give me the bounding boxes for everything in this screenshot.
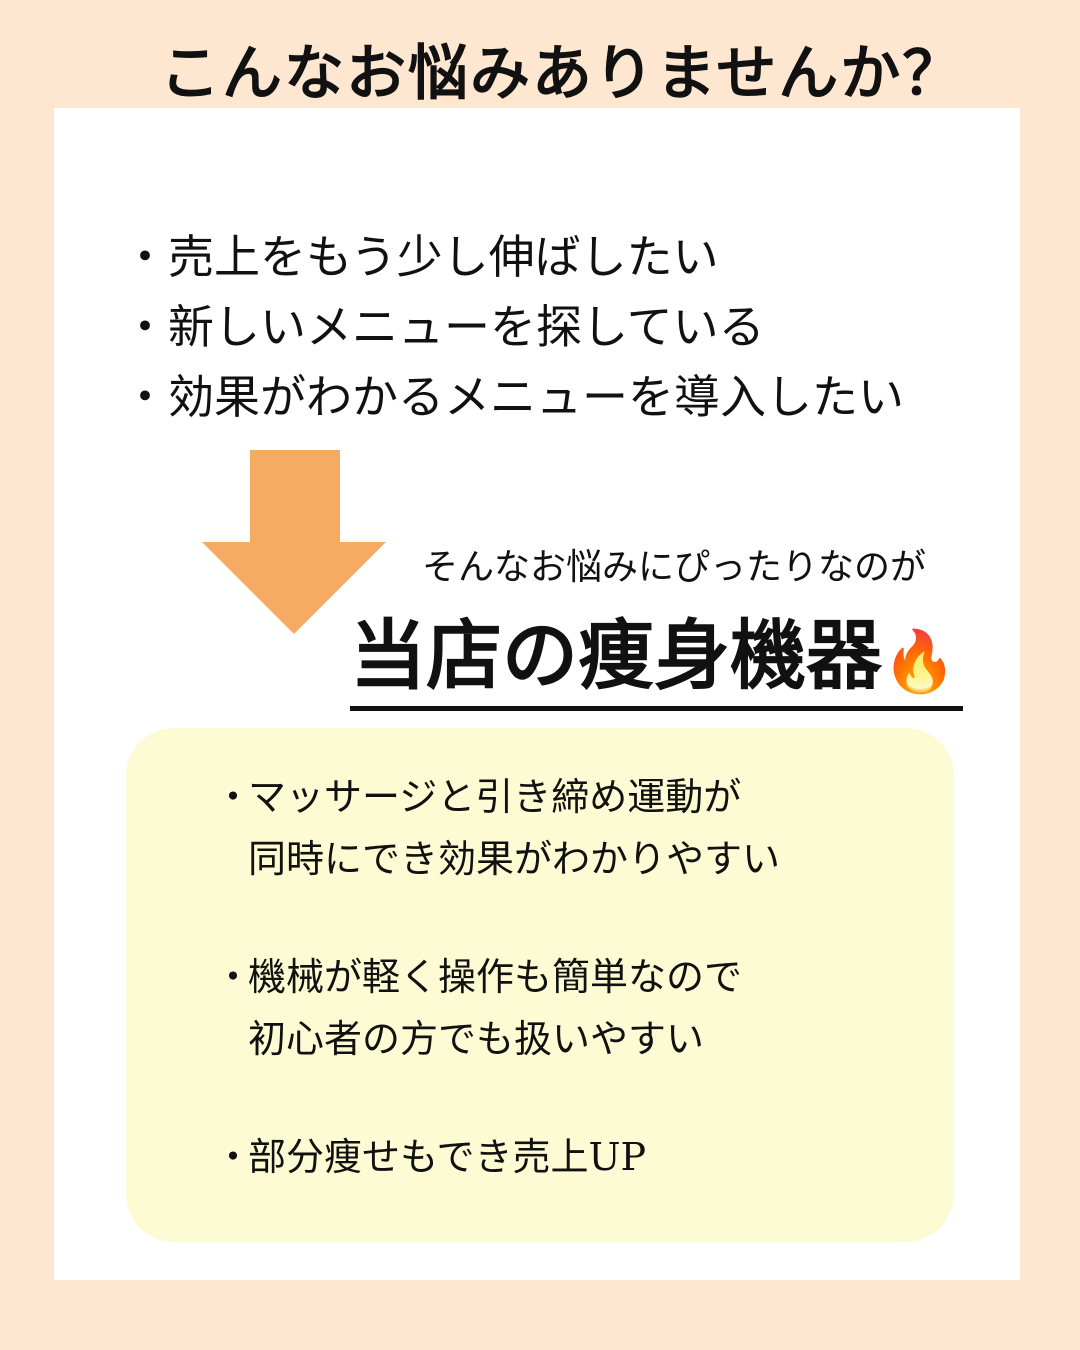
bullet: ・ — [214, 1135, 253, 1179]
fire-icon: 🔥 — [882, 627, 957, 697]
concerns-list: ・売上をもう少し伸ばしたい ・新しいメニューを探している ・効果がわかるメニュー… — [122, 222, 904, 432]
benefit-item: ・マッサージと引き締め運動が 同時にでき効果がわかりやすい — [214, 766, 780, 890]
product-title: 当店の痩身機器🔥 — [350, 612, 963, 711]
concern-item: ・効果がわかるメニューを導入したい — [122, 370, 904, 424]
benefit-line: マッサージと引き締め運動が — [248, 775, 742, 819]
benefit-line: 同時にでき効果がわかりやすい — [248, 837, 781, 881]
down-arrow-icon — [202, 450, 386, 634]
benefit-item: ・部分痩せもでき売上UP — [214, 1126, 646, 1188]
product-title-text: 当店の痩身機器 — [350, 611, 882, 700]
benefits-box: ・マッサージと引き締め運動が 同時にでき効果がわかりやすい ・機械が軽く操作も簡… — [126, 728, 954, 1242]
benefit-line: 初心者の方でも扱いやすい — [248, 1017, 705, 1061]
concern-item: ・売上をもう少し伸ばしたい — [122, 230, 719, 284]
bullet: ・ — [214, 955, 253, 999]
benefit-item: ・機械が軽く操作も簡単なので 初心者の方でも扱いやすい — [214, 946, 742, 1070]
concern-item: ・新しいメニューを探している — [122, 300, 765, 354]
benefit-line: 機械が軽く操作も簡単なので — [248, 955, 743, 999]
benefit-line: 部分痩せもでき売上UP — [248, 1135, 647, 1179]
lead-text: そんなお悩みにぴったりなのが — [422, 547, 927, 588]
bullet: ・ — [214, 775, 253, 819]
headline: こんなお悩みありませんか？ — [160, 39, 965, 109]
